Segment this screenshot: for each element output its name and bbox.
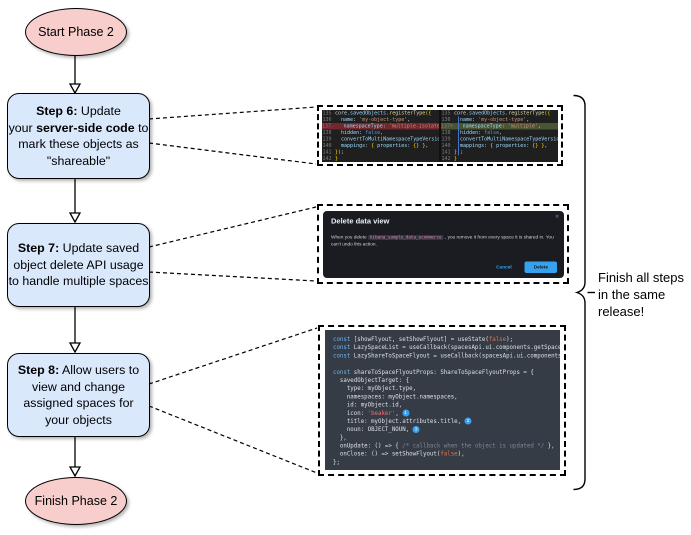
numbered-badge: 1 (402, 409, 410, 417)
step6-line4: "shareable" (46, 153, 111, 168)
code-line: const LazyShareToSpaceFlyout = useCallba… (333, 351, 560, 359)
diff-divider (439, 110, 441, 162)
start-node-label: Start Phase 2 (38, 25, 114, 39)
finish-node: Finish Phase 2 (25, 477, 127, 525)
code-line: 136 name: 'my-object-type', (322, 117, 411, 123)
step8-line3: assigned spaces for (23, 396, 134, 410)
index-name-chip: kibana_sample_data_ecommerce (367, 235, 444, 240)
grouping-brace (573, 94, 595, 491)
numbered-badge: 2 (464, 417, 472, 425)
code-line: 142} (322, 156, 339, 162)
code-line: 138 hidden: false, (441, 130, 503, 136)
code-line: 137+ namespaceType: 'multiple', (441, 123, 558, 130)
code-line: 141}); (322, 149, 345, 156)
code-line: 138 hidden: false, (322, 130, 384, 136)
code-line: namespaces: myObject.namespaces, (333, 392, 458, 400)
flow-arrow-step8-to-finish (68, 435, 82, 478)
brace-note-line2: in the same (598, 287, 666, 302)
dialog-body: When you delete kibana_sample_data_ecomm… (331, 234, 554, 248)
code-line: 139 convertToMultiNamespaceTypeVersion: … (441, 136, 558, 143)
start-node: Start Phase 2 (25, 8, 127, 56)
code-line: }; (333, 458, 340, 466)
dialog-title: Delete data view (331, 217, 390, 226)
code-line: 140 mappings: { properties: {} }, (441, 143, 548, 149)
step6-node: Step 6: Update your server-side code to … (7, 93, 150, 179)
step8-line2: view and change (32, 379, 125, 394)
flow-arrow-step6-to-step7 (68, 177, 82, 224)
callout-lines (148, 106, 318, 474)
code-line: 137- namespaceType: 'multiple-isolated', (322, 123, 439, 130)
close-icon[interactable]: × (555, 212, 559, 220)
step8-line1: Step 8: Allow users to (17, 363, 140, 377)
flyout-code-screenshot: const [showFlyout, setShowFlyout] = useS… (325, 330, 560, 470)
finish-node-label: Finish Phase 2 (34, 494, 118, 508)
step7-node: Step 7: Update saved object delete API u… (7, 223, 150, 307)
code-line: const shareToSpaceFlyoutProps: ShareToSp… (333, 368, 534, 376)
step6-line2: your server-side code to (8, 120, 149, 135)
code-line: 136 name: 'my-object-type', (441, 117, 530, 123)
code-line: savedObjectTarget: { (333, 376, 410, 384)
code-line: title: myObject.attributes.title, 2 (333, 417, 560, 425)
flyout-code: const [showFlyout, setShowFlyout] = useS… (325, 330, 560, 470)
flow-arrow-step7-to-step8 (68, 305, 82, 354)
code-line: onClose: () => setShowFlyout(false), (333, 450, 465, 458)
code-line: 142} (441, 156, 458, 162)
code-line: const LazySpaceList = useCallback(spaces… (333, 343, 560, 351)
brace-note: Finish all steps in the same release! (598, 269, 684, 320)
step6-line3: mark these objects as (18, 137, 139, 151)
code-line: icon: 'beaker', 1 (333, 409, 560, 417)
code-line: id: myObject.id, (333, 401, 403, 409)
code-line: noun: OBJECT_NOUN, 3 (333, 425, 560, 433)
step7-line2: object delete API usage (13, 257, 144, 272)
code-line: type: myObject.type, (333, 384, 417, 392)
cancel-button[interactable]: Cancel (493, 264, 515, 271)
step7-line1: Step 7: Update saved (17, 241, 140, 256)
code-line: 139 convertToMultiNamespaceTypeVersion: … (322, 136, 439, 143)
step6-line1: Step 6: Update (36, 104, 121, 118)
step7-line3: to handle multiple spaces (8, 274, 149, 289)
code-line: const [showFlyout, setShowFlyout] = useS… (333, 335, 514, 343)
code-line: 140 mappings: { properties: {} }, (322, 143, 429, 149)
brace-note-line1: Finish all steps (598, 270, 684, 285)
code-line (333, 360, 560, 368)
code-line: 141}); (441, 149, 464, 156)
code-line: onUpdate: () => { /* callback when the o… (333, 442, 555, 450)
brace-note-line3: release! (598, 304, 645, 319)
step8-line4: your objects (45, 412, 112, 427)
numbered-badge: 3 (412, 425, 420, 433)
delete-button[interactable]: Delete (524, 261, 557, 273)
code-line: }, (333, 433, 347, 441)
delete-dialog-screenshot: × Delete data view When you delete kiban… (323, 211, 564, 278)
step8-node: Step 8: Allow users to view and change a… (7, 353, 150, 437)
flow-arrow-start-to-step6 (68, 54, 82, 95)
bracket-guide (458, 116, 459, 156)
